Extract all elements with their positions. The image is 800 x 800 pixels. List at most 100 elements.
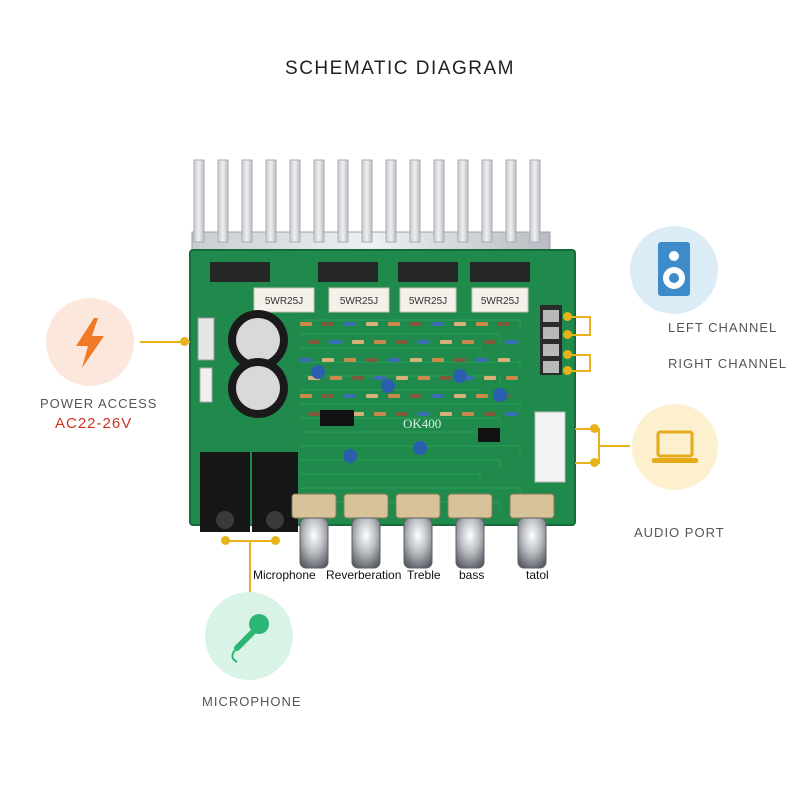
resistor: [330, 340, 342, 344]
heatsink-fin: [409, 159, 421, 243]
connector-dot: [563, 366, 572, 375]
resistor: [308, 340, 320, 344]
left-channel-label: LEFT CHANNEL: [668, 320, 778, 335]
audio-bubble: [632, 404, 718, 490]
power-resistors: [253, 287, 529, 313]
resistor: [330, 376, 342, 380]
connector-dot: [180, 337, 189, 346]
resistor: [352, 412, 364, 416]
resistor: [418, 412, 430, 416]
resistor: [344, 394, 356, 398]
channel-line: [589, 354, 591, 372]
board-model: OK400: [403, 416, 441, 431]
resistor: [476, 394, 488, 398]
pcb-trace: [300, 403, 521, 412]
resistor: [462, 412, 474, 416]
audio-port-label: AUDIO PORT: [634, 525, 725, 540]
fuse-holder: [197, 317, 215, 361]
resistor: [476, 358, 488, 362]
lightning-icon: [76, 318, 104, 368]
speaker-terminals: [540, 305, 562, 375]
heatsink-fin: [361, 159, 373, 243]
resistor: [374, 340, 386, 344]
resistor: [418, 340, 430, 344]
heatsink-fin: [457, 159, 469, 243]
mic-line: [225, 540, 277, 542]
potentiometer-body: [291, 493, 337, 519]
power-voltage: AC22-26V: [55, 415, 133, 432]
channel-line: [570, 334, 590, 336]
heatsink-fin: [193, 159, 205, 243]
channel-line: [570, 370, 590, 372]
pcb-trace: [300, 347, 481, 356]
speaker-icon: [658, 242, 690, 296]
ic-chip: [320, 410, 354, 426]
potentiometer-body: [343, 493, 389, 519]
resistor: [476, 322, 488, 326]
microphone-icon: [231, 614, 269, 663]
resistor: [498, 322, 510, 326]
resistor: [484, 412, 496, 416]
resistor-label: 5WR25J: [409, 296, 447, 307]
resistor: [322, 394, 334, 398]
resistor: [396, 412, 408, 416]
connector-dot: [563, 350, 572, 359]
heatsink-fin: [313, 159, 325, 243]
potentiometer-body: [395, 493, 441, 519]
pcb-trace: [300, 459, 501, 468]
potentiometer-knob: [517, 517, 547, 569]
audio-connector: [534, 411, 566, 483]
ic-chip: [478, 428, 500, 442]
microphone-bubble: [205, 592, 293, 680]
heatsink-fin: [433, 159, 445, 243]
potentiometer-body: [509, 493, 555, 519]
resistor: [418, 376, 430, 380]
small-capacitor: [343, 449, 357, 463]
power-transistors: [210, 262, 530, 282]
resistor: [440, 340, 452, 344]
resistor: [374, 376, 386, 380]
connector-dot: [563, 312, 572, 321]
pcb-trace: [300, 487, 521, 496]
power-bubble: [46, 298, 134, 386]
heatsink-fin: [385, 159, 397, 243]
audio-line: [575, 462, 599, 464]
resistor: [396, 376, 408, 380]
knob-label-bass: bass: [459, 568, 485, 582]
microphone-label: MICROPHONE: [202, 694, 302, 709]
filter-capacitors: [228, 310, 288, 418]
heatsink-fin: [241, 159, 253, 243]
channel-line: [589, 316, 591, 336]
resistor: [432, 394, 444, 398]
resistor: [484, 376, 496, 380]
microphone-jacks: [200, 452, 298, 532]
knob-label-tatol: tatol: [526, 568, 549, 582]
resistor: [432, 322, 444, 326]
audio-line: [575, 428, 599, 430]
heatsink-fin: [481, 159, 493, 243]
resistor: [462, 340, 474, 344]
resistor: [440, 376, 452, 380]
potentiometers: [291, 493, 555, 569]
potentiometer-knob: [455, 517, 485, 569]
resistor: [352, 340, 364, 344]
small-capacitor: [381, 379, 395, 393]
potentiometer-knob: [351, 517, 381, 569]
mic-line: [249, 540, 251, 592]
heatsink-fin: [337, 159, 349, 243]
resistor: [352, 376, 364, 380]
resistor: [410, 322, 422, 326]
resistor: [366, 322, 378, 326]
fuse: [199, 367, 213, 403]
resistor: [366, 394, 378, 398]
resistor: [300, 358, 312, 362]
heatsink-fin: [217, 159, 229, 243]
channel-line: [570, 354, 590, 356]
pcb-trace: [300, 375, 501, 384]
potentiometer-knob: [299, 517, 329, 569]
resistor-label: 5WR25J: [340, 296, 378, 307]
laptop-icon: [652, 430, 698, 463]
power-connector-line: [140, 341, 190, 343]
resistor: [388, 358, 400, 362]
